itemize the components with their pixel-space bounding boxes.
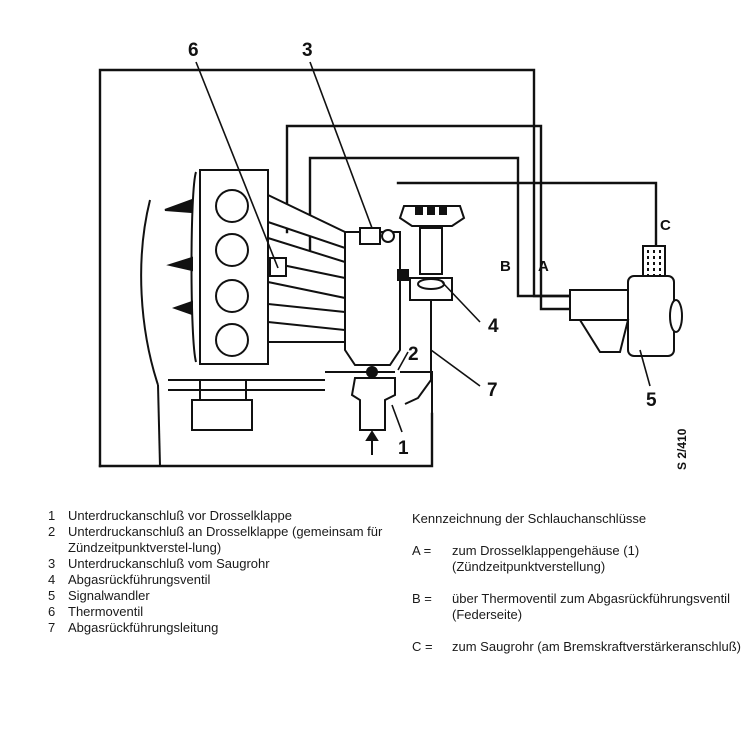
legend-text: Unterdruckanschluß an Drosselklappe (gem… <box>68 524 383 555</box>
callout-2: 2 <box>408 344 419 365</box>
egr-line <box>404 300 432 405</box>
legend-row: 6 Thermoventil <box>24 604 384 620</box>
hose-legend-title: Kennzeichnung der Schlauchanschlüsse <box>412 511 647 526</box>
hose-line-a <box>285 124 579 311</box>
legend-number: 2 <box>48 524 56 539</box>
legend-number: 1 <box>48 508 56 523</box>
signal-converter <box>569 245 683 357</box>
hose-legend: Kennzeichnung der Schlauchanschlüsse A =… <box>412 511 742 671</box>
legend-row: 4 Abgasrückführungsventil <box>24 572 384 588</box>
lower-bracket <box>168 379 325 431</box>
legend-text: Abgasrückführungsventil <box>68 572 211 587</box>
hose-line-b <box>308 156 572 298</box>
legend-text: Signalwandler <box>68 588 150 603</box>
callout-6: 6 <box>188 40 199 61</box>
leader-5 <box>639 349 651 387</box>
legend-row: 3 Unterdruckanschluß vom Saugrohr <box>24 556 384 572</box>
callout-3: 3 <box>302 40 313 61</box>
hose-line-frame-right <box>98 412 434 468</box>
leader-7 <box>430 349 481 387</box>
legend-text: Thermoventil <box>68 604 144 619</box>
legend-text: Unterdruckanschluß vor Drosselklappe <box>68 508 292 523</box>
hose-legend-item: C = zum Saugrohr (am Bremskraftverstärker… <box>412 639 742 655</box>
legend-row: 5 Signalwandler <box>24 588 384 604</box>
hose-legend-item: A = zum Drosselklappengehäuse (1) (Zündze… <box>412 543 742 575</box>
vacuum-diagram: 6 3 4 2 7 1 5 B A C S 2/410 <box>98 40 689 470</box>
legend-text: Unterdruckanschluß vom Saugrohr <box>68 556 270 571</box>
port-label-c: C <box>660 217 671 234</box>
hose-desc: über Thermoventil zum Abgasrückführungsv… <box>452 591 730 622</box>
callout-5: 5 <box>646 390 657 411</box>
legend-number: 3 <box>48 556 56 571</box>
callout-1: 1 <box>398 438 409 459</box>
hose-key: A = <box>412 543 432 558</box>
legend-number: 4 <box>48 572 56 587</box>
leader-3 <box>309 61 373 229</box>
egr-valve <box>398 205 466 301</box>
callout-4: 4 <box>488 316 499 337</box>
hose-key: C = <box>412 639 433 654</box>
hose-legend-item: B = über Thermoventil zum Abgasrückführun… <box>412 591 742 623</box>
figure-ref: S 2/410 <box>675 428 689 470</box>
legend-row: 1 Unterdruckanschluß vor Drosselklappe <box>24 508 384 524</box>
port-label-a: A <box>538 258 549 275</box>
leader-2 <box>397 351 409 371</box>
legend-number: 5 <box>48 588 56 603</box>
engine-block <box>140 169 346 467</box>
leader-4 <box>441 281 481 323</box>
legend-number: 7 <box>48 620 56 635</box>
legend-text: Abgasrückführungsleitung <box>68 620 219 635</box>
leader-6 <box>195 61 279 269</box>
legend-row: 7 Abgasrückführungsleitung <box>24 620 384 636</box>
hose-desc: zum Saugrohr (am Bremskraftverstärkerans… <box>452 639 741 654</box>
hose-desc: zum Drosselklappengehäuse (1) (Zündzeitp… <box>452 543 640 574</box>
hose-key: B = <box>412 591 432 606</box>
callout-7: 7 <box>487 380 498 401</box>
leader-1 <box>391 404 403 433</box>
legend-number: 6 <box>48 604 56 619</box>
legend-row: 2 Unterdruckanschluß an Drosselklappe (ge… <box>24 524 384 556</box>
port-label-b: B <box>500 258 511 275</box>
